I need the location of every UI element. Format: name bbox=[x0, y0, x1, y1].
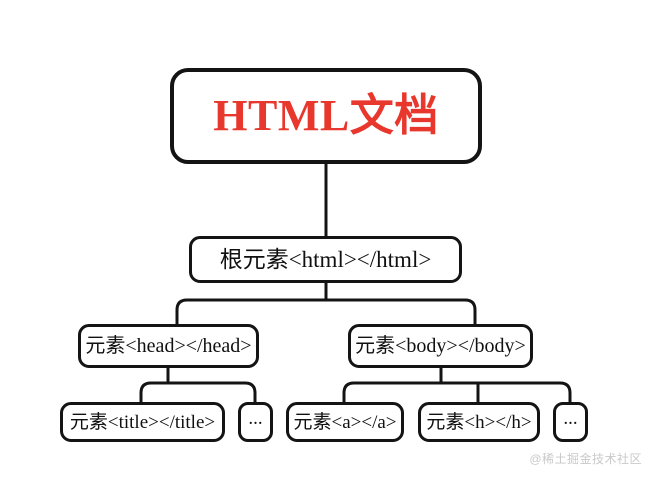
node-label-html: 根元素<html></html> bbox=[219, 247, 432, 272]
node-body-ellipsis[interactable]: ... bbox=[553, 402, 588, 442]
node-label-root: HTML文档 bbox=[213, 91, 439, 140]
node-label-body-ellipsis: ... bbox=[563, 407, 578, 429]
node-element-a[interactable]: 元素<a></a> bbox=[286, 402, 404, 442]
edge-head-children bbox=[139, 368, 257, 402]
edge-body-children bbox=[342, 368, 572, 402]
node-label-title: 元素<title></title> bbox=[69, 411, 216, 433]
node-label-body: 元素<body></body> bbox=[355, 335, 526, 357]
node-root-element-html[interactable]: 根元素<html></html> bbox=[189, 236, 462, 283]
node-html-document[interactable]: HTML文档 bbox=[170, 68, 482, 164]
node-head-ellipsis[interactable]: ... bbox=[238, 402, 273, 442]
node-element-head[interactable]: 元素<head></head> bbox=[78, 324, 259, 368]
node-label-a: 元素<a></a> bbox=[293, 411, 397, 433]
node-label-head-ellipsis: ... bbox=[248, 407, 263, 429]
node-element-title[interactable]: 元素<title></title> bbox=[60, 402, 225, 442]
node-label-head: 元素<head></head> bbox=[85, 335, 252, 357]
node-element-body[interactable]: 元素<body></body> bbox=[348, 324, 533, 368]
node-element-h[interactable]: 元素<h></h> bbox=[418, 402, 540, 442]
edge-html-children bbox=[175, 283, 477, 324]
node-label-h: 元素<h></h> bbox=[426, 411, 532, 433]
watermark: @稀土掘金技术社区 bbox=[529, 452, 642, 466]
